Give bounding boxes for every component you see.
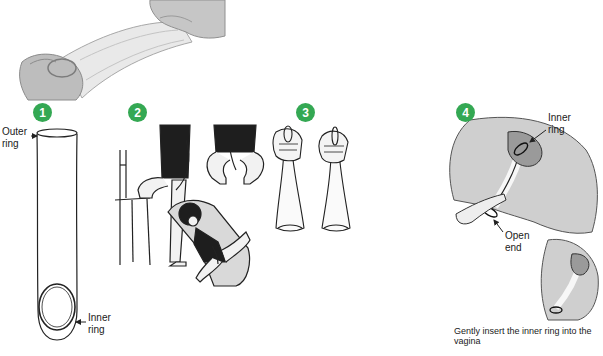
insertion-cross-section [450,117,599,320]
part-label: Inner ring [548,112,582,135]
callout-number-text: 4 [462,107,469,119]
part-label: Inner ring [88,312,118,335]
position-figures [115,125,264,286]
part-label: Open end [505,230,539,253]
callout-number-text: 3 [302,107,309,119]
part-label: Outer ring [2,126,32,149]
callout-number: 3 [296,103,315,122]
callout-number: 2 [128,103,147,122]
photo [20,0,225,100]
callout-number-text: 2 [134,107,141,119]
caption-note: Gently insert the inner ring into the va… [454,326,599,347]
callout-number-text: 1 [39,107,46,119]
callout-number: 4 [456,103,475,122]
condom-drawing [31,129,86,340]
callout-number: 1 [33,103,52,122]
hands-squeezing [273,126,350,231]
